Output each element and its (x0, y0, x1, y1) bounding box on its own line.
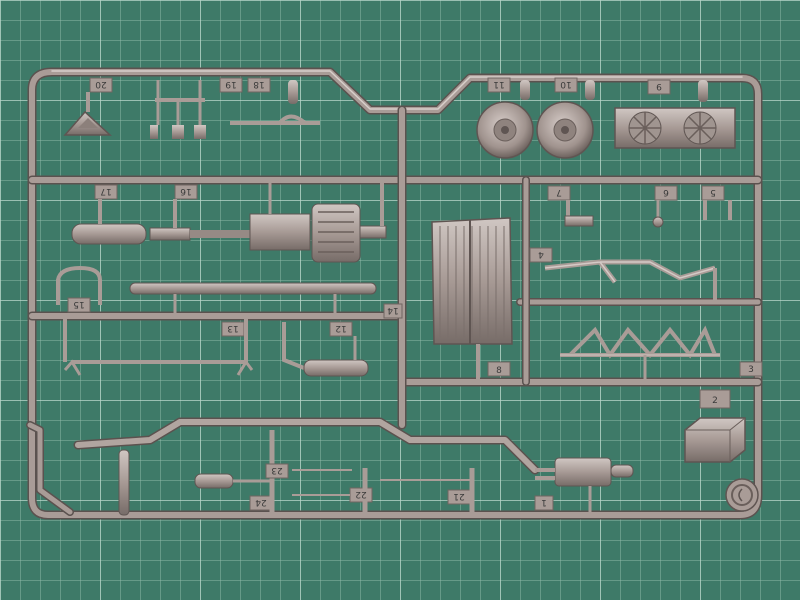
part-18-bracket (230, 77, 320, 125)
part-17-tube (71, 184, 147, 245)
part-12-silencer (282, 321, 369, 377)
part-19-pedals (150, 77, 243, 139)
manufacturer-logo (725, 478, 759, 512)
part-exhaust-silencer (535, 457, 634, 515)
part-15-hoop (56, 265, 102, 313)
part-13-track-rod (63, 316, 254, 376)
label-20: 20 (95, 79, 107, 89)
part-4-wishbone (529, 247, 717, 300)
part-9-radiator-fans (614, 79, 736, 149)
part-1-tag (534, 495, 554, 511)
label-10: 10 (560, 79, 572, 89)
part-radiator-core (431, 217, 513, 382)
label-3: 3 (748, 365, 754, 375)
label-17: 17 (100, 186, 111, 196)
part-14-link (383, 303, 403, 319)
label-7: 7 (556, 187, 562, 197)
label-13: 13 (227, 323, 238, 333)
label-1: 1 (541, 497, 547, 507)
label-5: 5 (710, 187, 716, 197)
label-24: 24 (255, 497, 267, 507)
part-number-labels: 20 19 18 11 10 9 17 16 7 6 5 15 14 13 12… (73, 79, 754, 507)
label-16: 16 (180, 186, 192, 196)
part-5-bracket (701, 185, 732, 220)
part-long-rod (129, 282, 377, 316)
label-18: 18 (253, 79, 265, 89)
part-20-seat (63, 77, 113, 136)
part-3-frame-truss (560, 325, 763, 382)
label-6: 6 (663, 187, 669, 197)
label-8: 8 (496, 366, 502, 376)
part-7-lever (547, 185, 594, 227)
label-11: 11 (493, 79, 504, 89)
part-16-gearbox (149, 180, 387, 263)
label-22: 22 (355, 489, 366, 499)
part-21-rod (380, 468, 475, 515)
part-22-rod (292, 468, 373, 515)
part-11-brake-disc (476, 77, 534, 159)
sprue-frame (26, 67, 763, 520)
label-21: 21 (453, 491, 464, 501)
label-19: 19 (225, 79, 237, 89)
label-4: 4 (538, 249, 544, 259)
label-2: 2 (712, 396, 718, 406)
label-12: 12 (335, 323, 346, 333)
part-23-rod (265, 463, 352, 479)
label-23: 23 (271, 465, 282, 475)
part-6-knob (652, 185, 678, 228)
part-shock-left (118, 449, 130, 516)
part-10-brake-disc (536, 77, 595, 159)
label-14: 14 (387, 305, 399, 315)
part-2-box (684, 389, 746, 463)
label-15: 15 (73, 299, 84, 309)
label-9: 9 (656, 81, 662, 91)
